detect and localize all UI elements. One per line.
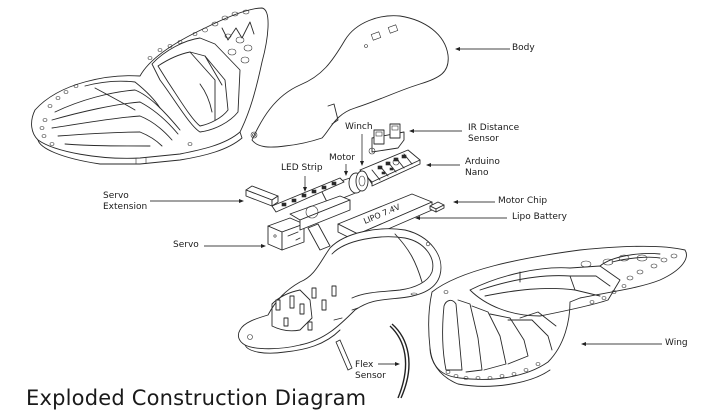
- diagram-title: Exploded Construction Diagram: [26, 386, 367, 410]
- leader-led-strip: [303, 176, 307, 192]
- leader-servo-extension: [150, 199, 244, 203]
- servo-extension-part: [245, 185, 279, 207]
- left-wing-part: [31, 7, 269, 165]
- servo-part: [267, 195, 351, 251]
- label-body: Body: [512, 43, 535, 53]
- label-ir-distance-sensor: IR Distance Sensor: [468, 123, 520, 144]
- label-motor: Motor: [329, 153, 356, 163]
- motor-chip-part: [429, 201, 445, 213]
- label-lipo-battery: Lipo Battery: [512, 212, 567, 222]
- label-winch: Winch: [345, 122, 373, 132]
- leader-servo: [204, 244, 266, 248]
- flex-sensor-part: [389, 323, 410, 399]
- leader-ir-sensor: [409, 129, 462, 133]
- label-servo-extension: Servo Extension: [103, 191, 148, 212]
- label-motor-chip: Motor Chip: [498, 196, 548, 206]
- leader-winch: [360, 134, 364, 166]
- led-strip-part: [271, 177, 345, 213]
- leader-lipo-battery: [415, 216, 507, 220]
- body-base-part: [237, 228, 442, 371]
- leader-flex-sensor: [378, 362, 400, 366]
- right-wing-part: [428, 245, 687, 387]
- label-servo: Servo: [173, 240, 199, 250]
- leader-body: [455, 47, 510, 51]
- arduino-nano-part: [359, 149, 421, 187]
- ir-sensor-part: [368, 123, 405, 155]
- leader-wing: [581, 342, 662, 346]
- leader-motor: [344, 164, 348, 176]
- leader-motor-chip: [453, 200, 495, 204]
- label-arduino-nano: Arduino Nano: [465, 157, 500, 178]
- body-shell-part: [250, 15, 449, 148]
- label-led-strip: LED Strip: [281, 163, 323, 173]
- label-flex-sensor: Flex Sensor: [355, 360, 386, 381]
- label-wing: Wing: [665, 338, 688, 348]
- leader-arduino: [426, 163, 460, 167]
